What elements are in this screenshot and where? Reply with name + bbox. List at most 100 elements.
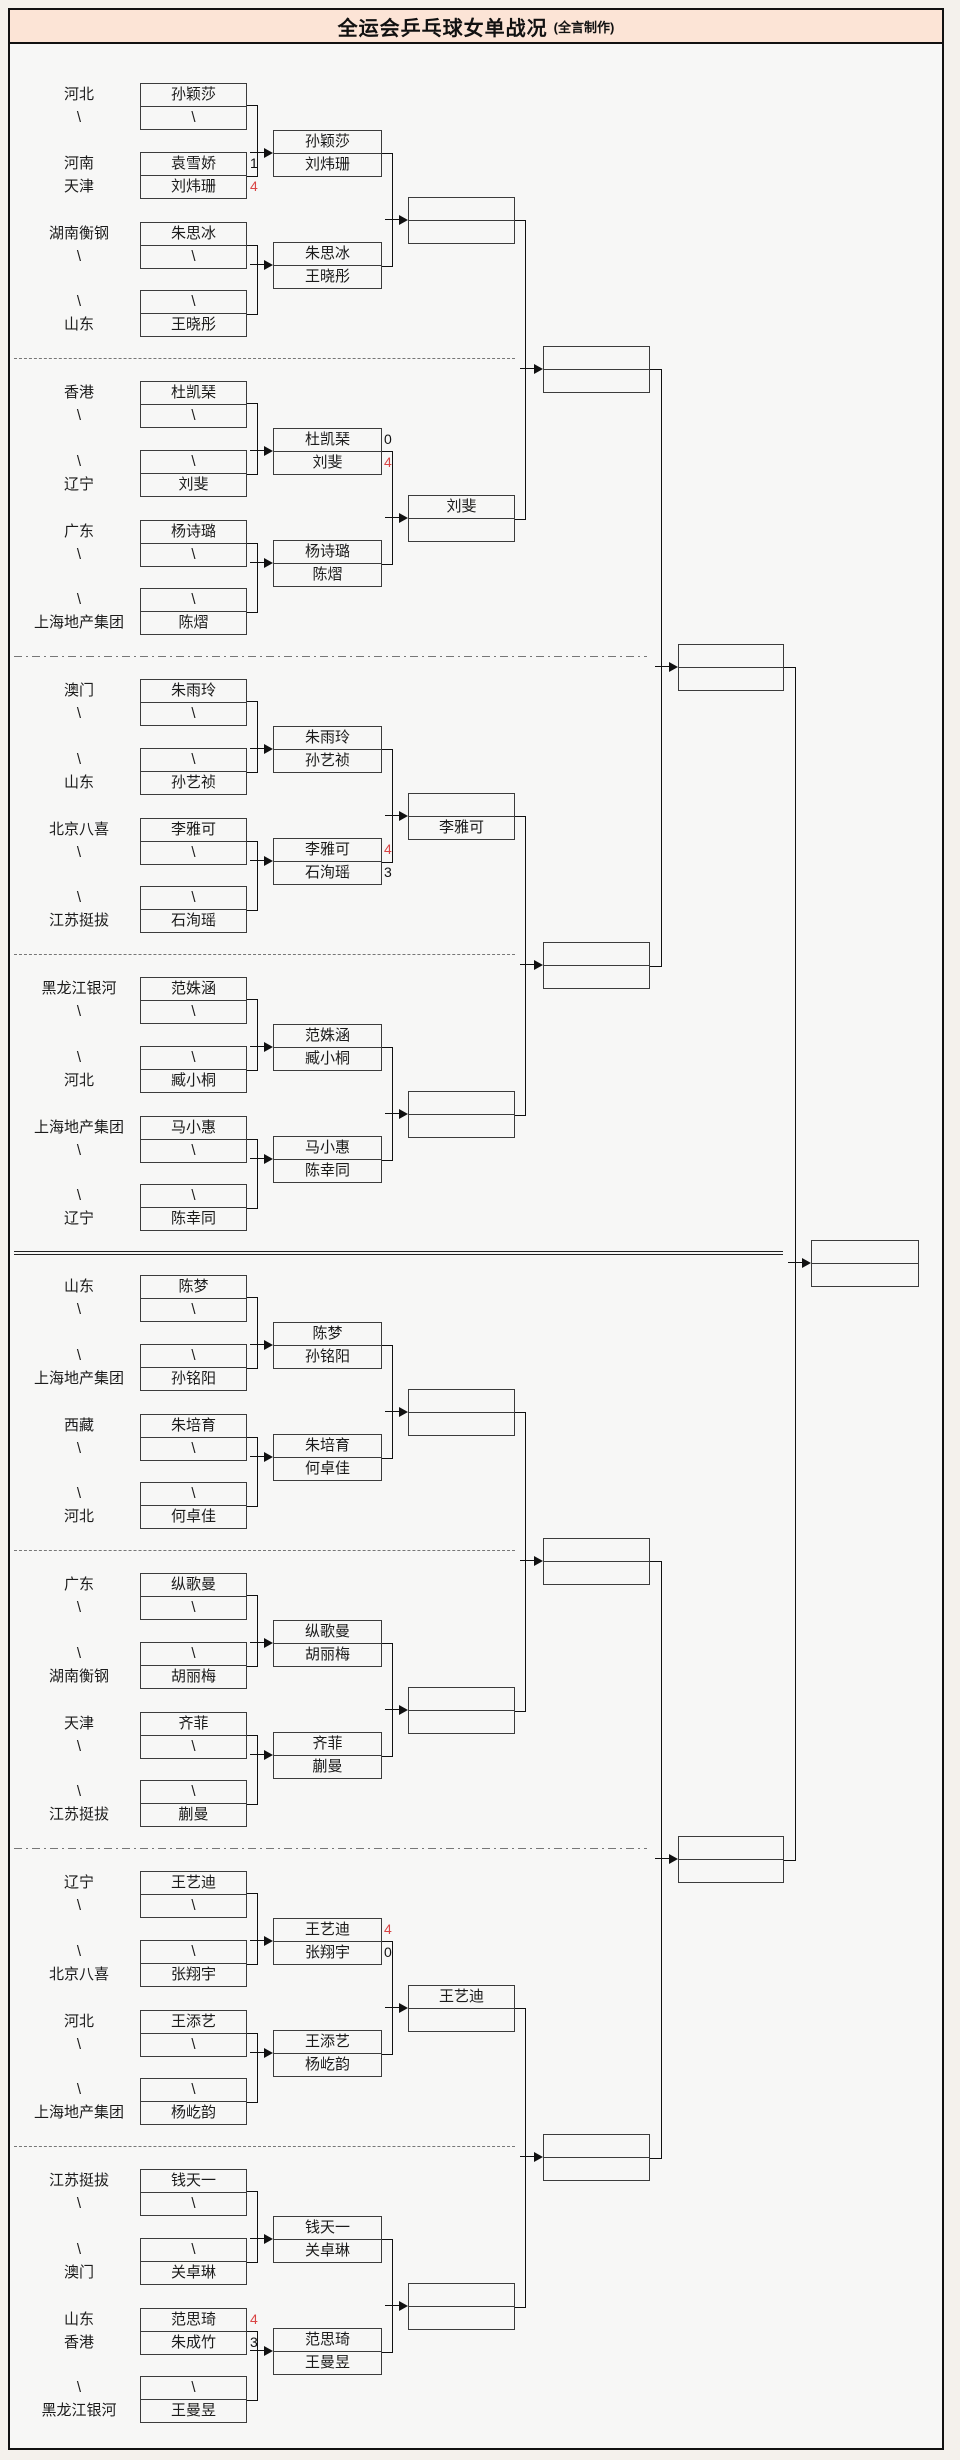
region-label: \: [76, 407, 82, 424]
region-label: 香港: [63, 2334, 94, 2351]
region-label: 上海地产集团: [33, 614, 124, 631]
player-slot: 李雅可: [274, 839, 381, 862]
player-slot: \: [141, 1941, 246, 1964]
player-slot: 朱培育: [274, 1435, 381, 1458]
player-slot: 王曼昱: [170, 2402, 216, 2419]
player-slot: 陈熠: [312, 566, 343, 583]
arrow-right-icon: [250, 1154, 273, 1164]
player-slot: \: [141, 1781, 246, 1804]
round2-box: 马小惠 陈幸同: [273, 1136, 382, 1183]
player-slot: 杨屹韵: [304, 2056, 350, 2073]
section-divider: [14, 358, 515, 359]
region-label: 河北: [63, 1508, 94, 1525]
player-slot: 朱思冰: [274, 243, 381, 266]
player-slot: [544, 966, 649, 988]
round2-box: 纵歌曼 胡丽梅: [273, 1620, 382, 1667]
player-slot: 张翔宇: [304, 1944, 350, 1961]
connector: [247, 2033, 258, 2103]
region-label: 香港: [63, 384, 94, 401]
player-slot: [544, 370, 649, 392]
player-slot: 王晓彤: [304, 268, 350, 285]
player-slot: [679, 645, 783, 668]
round1-match: \ 杨屹韵: [140, 2078, 247, 2125]
round2-box: 杜凯琹 刘斐: [273, 428, 382, 475]
player-slot: \: [141, 2377, 246, 2400]
round1-match: 范姝涵 \: [140, 977, 247, 1024]
round1-match: 朱雨玲 \: [140, 679, 247, 726]
region-label: \: [76, 1897, 82, 1914]
connector: [247, 1735, 258, 1805]
region-label: 北京八喜: [48, 821, 109, 838]
arrow-right-icon: [385, 2003, 408, 2013]
region-label: \: [76, 1003, 82, 1020]
region-label: 辽宁: [63, 476, 94, 493]
region-label: 江苏挺拔: [48, 912, 109, 929]
region-label: 上海地产集团: [33, 2104, 124, 2121]
player-slot: 臧小桐: [170, 1072, 216, 1089]
round1-match: \ 何卓佳: [140, 1482, 247, 1529]
player-slot: 袁雪娇: [141, 153, 246, 176]
round1-match: 钱天一 \: [140, 2169, 247, 2216]
region-label: 黑龙江银河: [41, 980, 117, 997]
arrow-right-icon: [520, 960, 543, 970]
connector: [382, 1047, 393, 1161]
player-slot: 朱培育: [141, 1415, 246, 1438]
player-slot: 刘炜珊: [304, 156, 350, 173]
round3-box: [408, 1687, 515, 1734]
player-slot: \: [191, 109, 196, 126]
region-label: \: [76, 1645, 82, 1662]
player-slot: \: [191, 1599, 196, 1616]
round2-box: 李雅可 石洵瑶: [273, 838, 382, 885]
player-slot: 王添艺: [141, 2011, 246, 2034]
player-slot: 胡丽梅: [170, 1668, 216, 1685]
bracket-content: 河北 \ 河南 天津 湖南衡钢 \ \ 山东 孙颖莎 \ 袁雪娇 刘炜珊 朱思冰…: [10, 44, 942, 2448]
player-slot: [409, 519, 514, 541]
player-slot: 胡丽梅: [304, 1646, 350, 1663]
player-slot: 孙艺祯: [170, 774, 216, 791]
round2-box: 范思琦 王曼昱: [273, 2328, 382, 2375]
round4-box: [543, 2134, 650, 2181]
player-slot: 陈幸同: [304, 1162, 350, 1179]
region-label: 辽宁: [63, 1210, 94, 1227]
round4-box: [543, 346, 650, 393]
player-slot: 蒯曼: [178, 1806, 209, 1823]
page-title: 全运会乒乓球女单战况: [337, 17, 548, 40]
region-label: \: [76, 705, 82, 722]
region-label: 河北: [63, 2013, 94, 2030]
player-slot: [409, 2284, 514, 2307]
region-label: \: [76, 2081, 82, 2098]
player-slot: 齐菲: [274, 1733, 381, 1756]
player-slot: 蒯曼: [312, 1758, 343, 1775]
player-slot: 杨诗璐: [141, 521, 246, 544]
arrow-right-icon: [788, 1258, 811, 1268]
region-label: 澳门: [63, 682, 94, 699]
round1-match: \ 陈幸同: [140, 1184, 247, 1231]
player-slot: 孙颖莎: [274, 131, 381, 154]
player-slot: 王艺迪: [274, 1919, 381, 1942]
player-slot: 刘炜珊: [170, 178, 216, 195]
player-slot: [409, 221, 514, 243]
arrow-right-icon: [385, 2301, 408, 2311]
player-slot: \: [191, 407, 196, 424]
arrow-right-icon: [250, 446, 273, 456]
player-slot: [409, 1413, 514, 1435]
region-label: 澳门: [63, 2264, 94, 2281]
connector: [382, 153, 393, 267]
region-label: \: [76, 889, 82, 906]
round3-box: [408, 1389, 515, 1436]
connector: [382, 749, 393, 863]
round2-box: 齐菲 蒯曼: [273, 1732, 382, 1779]
match-score: 0: [384, 1944, 392, 1960]
region-label: \: [76, 248, 82, 265]
player-slot: [409, 1115, 514, 1137]
player-slot: \: [191, 1440, 196, 1457]
player-slot: \: [141, 451, 246, 474]
region-label: \: [76, 546, 82, 563]
round1-match: 李雅可 \: [140, 818, 247, 865]
player-slot: \: [141, 2079, 246, 2102]
player-slot: [812, 1241, 918, 1264]
player-slot: 张翔宇: [170, 1966, 216, 1983]
match-score-winner: 4: [250, 2311, 258, 2327]
arrow-right-icon: [520, 364, 543, 374]
semifinal-box: [678, 1836, 784, 1883]
